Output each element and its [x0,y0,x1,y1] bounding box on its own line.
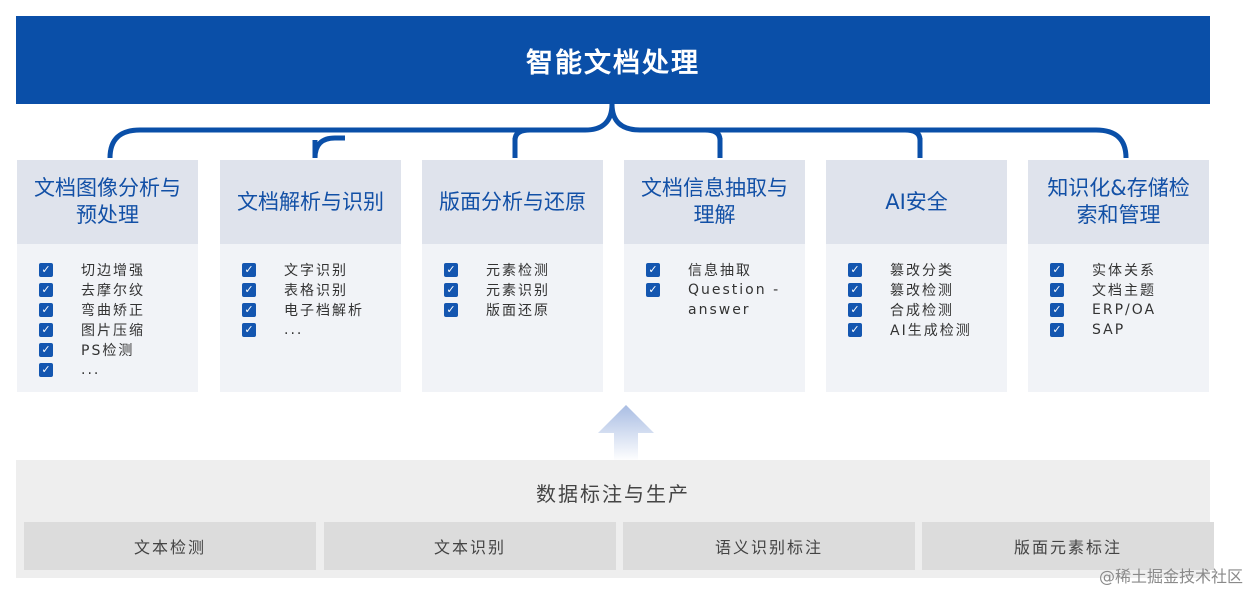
column-title: 文档信息抽取与理解 [624,160,805,244]
bracket-connector [107,103,1129,159]
list-item: ✓PS检测 [39,340,198,360]
sub-block: 文本检测 [24,522,316,570]
checkbox-icon: ✓ [1050,263,1064,277]
checkbox-icon: ✓ [39,343,53,357]
list-item: ✓... [39,360,198,380]
column-title: 文档解析与识别 [220,160,401,244]
column-title: 版面分析与还原 [422,160,603,244]
sub-block: 文本识别 [324,522,616,570]
checkbox-icon: ✓ [646,283,660,297]
list-item: ✓文字识别 [242,260,401,280]
checkbox-icon: ✓ [39,263,53,277]
list-item: ✓切边增强 [39,260,198,280]
list-item: ✓SAP [1050,320,1209,340]
list-item: ✓篡改分类 [848,260,1007,280]
checkbox-icon: ✓ [1050,303,1064,317]
list-item: ✓ERP/OA [1050,300,1209,320]
main-title: 智能文档处理 [526,47,700,79]
column-card: 文档信息抽取与理解 ✓信息抽取 ✓Question -answer [624,160,805,392]
list-item: ✓版面还原 [444,300,603,320]
column-card: 文档图像分析与预处理 ✓切边增强 ✓去摩尔纹 ✓弯曲矫正 ✓图片压缩 ✓PS检测… [17,160,198,392]
checkbox-icon: ✓ [848,303,862,317]
up-arrow-icon [598,405,654,461]
checkbox-icon: ✓ [39,283,53,297]
list-item: ✓去摩尔纹 [39,280,198,300]
checkbox-icon: ✓ [242,303,256,317]
checkbox-icon: ✓ [39,303,53,317]
list-item: ✓文档主题 [1050,280,1209,300]
watermark: @稀土掘金技术社区 [1098,567,1243,586]
checkbox-icon: ✓ [242,323,256,337]
list-item: ✓弯曲矫正 [39,300,198,320]
list-item: ✓图片压缩 [39,320,198,340]
list-item: ✓实体关系 [1050,260,1209,280]
checkbox-icon: ✓ [1050,283,1064,297]
list-item: ✓表格识别 [242,280,401,300]
checkbox-icon: ✓ [39,323,53,337]
column-card: 文档解析与识别 ✓文字识别 ✓表格识别 ✓电子档解析 ✓... [220,160,401,392]
list-item: ✓合成检测 [848,300,1007,320]
column-title: 文档图像分析与预处理 [17,160,198,244]
list-item: ✓... [242,320,401,340]
column-title: 知识化&存储检索和管理 [1028,160,1209,244]
checkbox-icon: ✓ [242,263,256,277]
checkbox-icon: ✓ [242,283,256,297]
checkbox-icon: ✓ [444,303,458,317]
checkbox-icon: ✓ [444,263,458,277]
checkbox-icon: ✓ [646,263,660,277]
checkbox-icon: ✓ [848,283,862,297]
sub-block: 版面元素标注 [922,522,1214,570]
checkbox-icon: ✓ [848,263,862,277]
checkbox-icon: ✓ [848,323,862,337]
data-annotation-panel: 数据标注与生产 文本检测 文本识别 语义识别标注 版面元素标注 [16,460,1214,578]
sub-block: 语义识别标注 [623,522,915,570]
list-item: ✓信息抽取 [646,260,805,280]
list-item: ✓Question -answer [646,280,805,320]
list-item: ✓AI生成检测 [848,320,1007,340]
list-item: ✓元素识别 [444,280,603,300]
checkbox-icon: ✓ [1050,323,1064,337]
list-item: ✓元素检测 [444,260,603,280]
checkbox-icon: ✓ [444,283,458,297]
panel-title: 数据标注与生产 [536,482,690,506]
list-item: ✓电子档解析 [242,300,401,320]
checkbox-icon: ✓ [39,363,53,377]
column-card: AI安全 ✓篡改分类 ✓篡改检测 ✓合成检测 ✓AI生成检测 [826,160,1007,392]
main-title-banner: 智能文档处理 [16,16,1210,104]
column-card: 版面分析与还原 ✓元素检测 ✓元素识别 ✓版面还原 [422,160,603,392]
column-card: 知识化&存储检索和管理 ✓实体关系 ✓文档主题 ✓ERP/OA ✓SAP [1028,160,1209,392]
column-title: AI安全 [826,160,1007,244]
list-item: ✓篡改检测 [848,280,1007,300]
